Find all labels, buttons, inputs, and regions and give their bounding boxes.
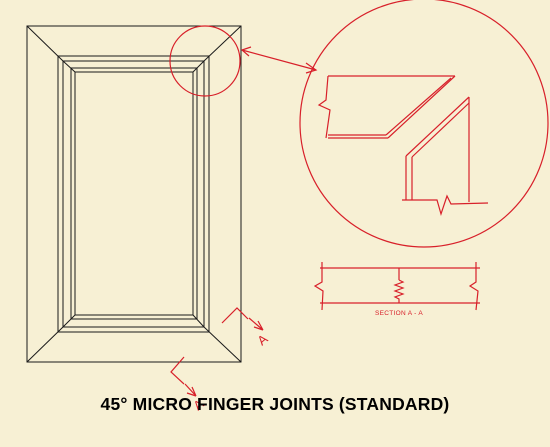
mitre-top-left [26, 25, 64, 62]
detail-callout [169, 0, 549, 397]
mitre-top-right [203, 25, 242, 62]
mitre-bottom-left [26, 326, 64, 363]
leader-arrowhead-left [240, 46, 252, 57]
cut-marker-bottom [170, 356, 185, 385]
lower-piece-diagonal-2 [411, 102, 470, 158]
leader-arrowhead-right [305, 62, 318, 74]
corner-highlight-circle [169, 25, 241, 97]
lower-piece-break [402, 194, 489, 217]
panel-bevel-tr [192, 60, 205, 73]
magnified-detail-circle [299, 0, 549, 248]
lower-piece-diagonal [405, 96, 470, 157]
section-label: SECTION A - A [375, 310, 423, 317]
upper-piece-break [317, 75, 331, 139]
leader-line [241, 49, 317, 71]
section-left-break [313, 262, 324, 311]
section-right-break [468, 262, 479, 311]
finger-joint-zigzag [393, 279, 405, 303]
panel-bevel-tl [62, 60, 76, 73]
cut-marker-right-arrow [248, 317, 264, 331]
panel-bevel-br [192, 314, 205, 328]
upper-piece-diagonal-2 [385, 77, 452, 136]
frame-inner-edge [57, 55, 210, 333]
frame-inner-edge-2 [62, 60, 205, 328]
callout-letter-right: A [254, 331, 271, 348]
mitre-bottom-right [203, 326, 242, 363]
frame-outer-edge [26, 25, 242, 363]
upper-piece-diagonal [387, 75, 456, 139]
diagram-caption: 45° MICRO FINGER JOINTS (STANDARD) [100, 394, 450, 414]
cut-marker-bottom-arrow [184, 383, 197, 397]
door-frame [26, 25, 242, 363]
panel-edge-inner [74, 71, 194, 316]
panel-bevel-bl [62, 314, 76, 328]
cut-marker-right [221, 307, 249, 324]
panel-edge [70, 67, 198, 320]
